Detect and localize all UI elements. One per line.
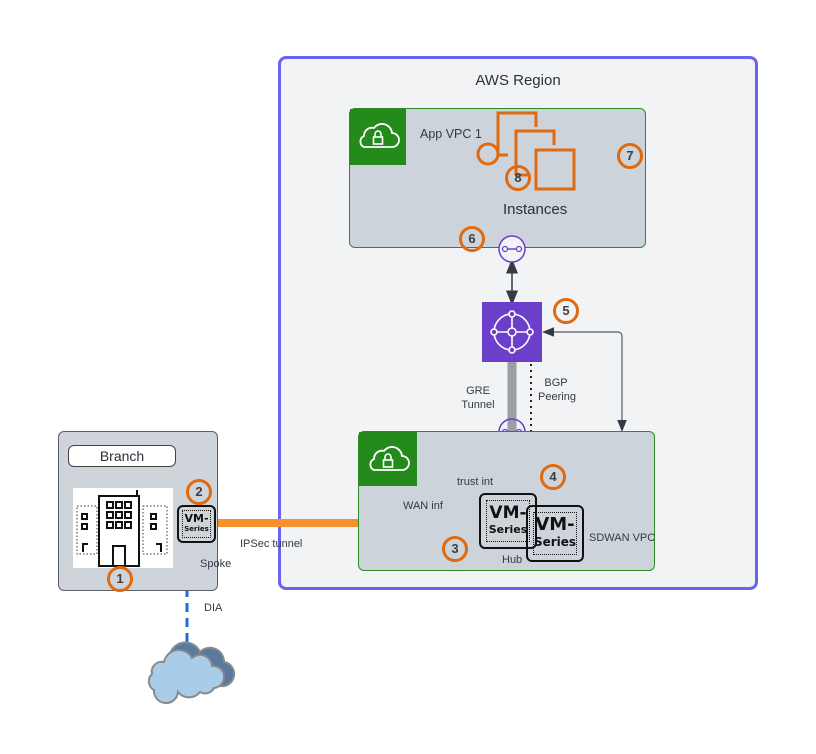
vm-series-line1: VM-: [489, 503, 527, 523]
vm-series-hub-secondary: VM- Series: [526, 505, 584, 562]
office-building-icon: [73, 488, 173, 568]
vm-series-line2: Series: [533, 535, 577, 549]
bgp-label-line1: BGP: [544, 377, 568, 389]
internet-cloud-icon: [140, 640, 236, 704]
aws-region-title: AWS Region: [475, 72, 561, 89]
vpc-cloud-lock-icon: [350, 109, 406, 165]
marker-7: 7: [617, 143, 643, 169]
hub-label: Hub: [502, 554, 523, 566]
branch-title: Branch: [68, 445, 176, 467]
marker-4: 4: [540, 464, 566, 490]
spoke-label: Spoke: [200, 558, 232, 570]
marker-3: 3: [442, 536, 468, 562]
transit-gateway-icon: [482, 302, 542, 362]
vm-series-line2: Series: [184, 525, 209, 533]
bgp-label-line2: Peering: [538, 391, 576, 403]
vm-series-line1: VM-: [184, 512, 209, 525]
ipsec-tunnel-label: IPSec tunnel: [240, 538, 303, 550]
dia-label: DIA: [204, 602, 223, 614]
app-vpc-attachment-icon: [498, 235, 526, 263]
vpc-cloud-lock-icon: [359, 432, 417, 486]
instances-label: Instances: [503, 201, 568, 218]
vm-series-spoke: VM- Series: [177, 505, 216, 543]
marker-2: 2: [186, 479, 212, 505]
sdwan-vpc-title: SDWAN VPC: [589, 532, 656, 544]
gre-label-line1: GRE: [466, 385, 490, 397]
marker-5: 5: [553, 298, 579, 324]
vm-series-line1: VM-: [535, 514, 575, 535]
wan-inf-label: WAN inf: [403, 500, 443, 512]
marker-8: 8: [505, 165, 531, 191]
marker-6: 6: [459, 226, 485, 252]
trust-int-label: trust int: [457, 476, 494, 488]
app-vpc-title: App VPC 1: [420, 127, 482, 141]
marker-1: 1: [107, 566, 133, 592]
vm-series-line2: Series: [488, 523, 528, 536]
bgp-return-link: [542, 327, 627, 432]
gre-label-line2: Tunnel: [461, 399, 495, 411]
